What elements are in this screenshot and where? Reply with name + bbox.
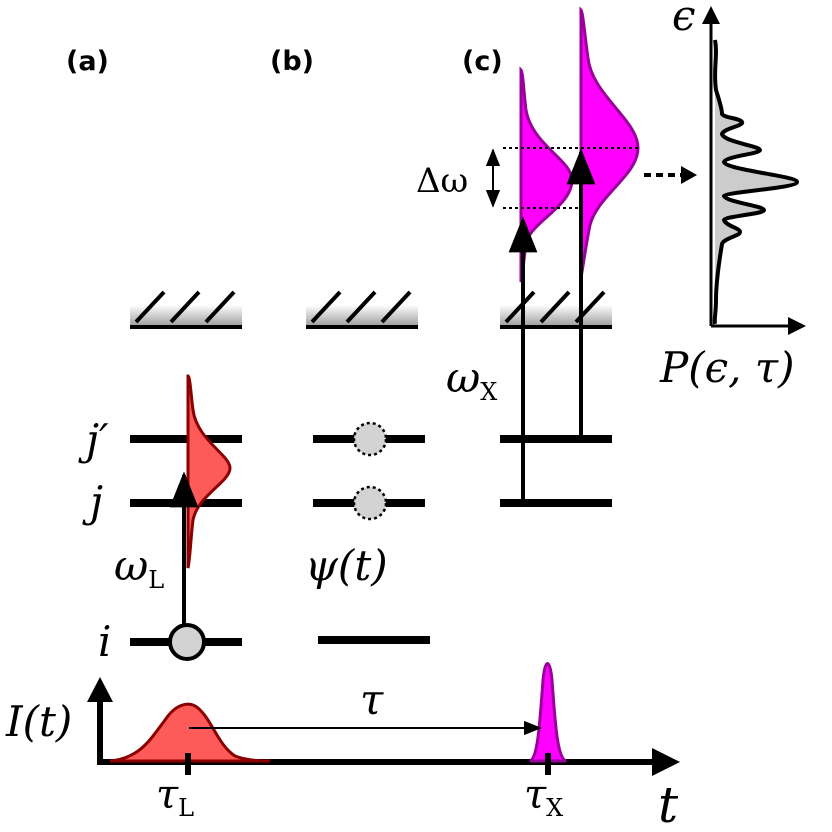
delta-omega-label: Δω	[416, 161, 468, 201]
to-spectrum-arrowhead	[681, 166, 697, 184]
laser-spectrum-profile	[186, 374, 232, 569]
spectrum-epsilon-label: ϵ	[672, 0, 696, 40]
level-j-label: j	[82, 477, 103, 526]
panel-c-label: (c)	[462, 46, 503, 77]
time-axis-head	[652, 748, 680, 776]
intensity-axis-head	[87, 677, 113, 702]
continuum-b	[306, 290, 418, 329]
level-i-label: i	[98, 617, 111, 666]
spectrum-epsilon-axis-head	[702, 6, 720, 24]
tau-l-label: τL	[156, 772, 194, 822]
spectrum-p-axis-head	[788, 317, 806, 335]
panel-a-label: (a)	[66, 46, 109, 77]
t-axis-label: t	[658, 776, 679, 832]
panel-b-label: (b)	[270, 46, 314, 77]
omega-l-label: ωL	[114, 541, 164, 594]
ground-state-population	[168, 623, 206, 661]
tau-x-label: τX	[524, 772, 563, 822]
population-j-prime	[352, 421, 388, 457]
continuum-a	[130, 290, 242, 329]
laser-pulse	[109, 702, 271, 763]
continuum-c	[500, 290, 612, 329]
population-j	[352, 485, 388, 521]
spectrum-p-label: P(ϵ, τ)	[659, 343, 795, 392]
psi-label: ψ(t)	[305, 541, 388, 590]
spectrum-curve	[712, 39, 800, 325]
tau-label: τ	[360, 675, 384, 724]
xray-spectrum-profile-right	[579, 6, 640, 279]
xray-spectrum-profile-left	[519, 66, 574, 283]
level-j-prime-label: j′	[78, 415, 109, 464]
tau-l-tick	[185, 753, 191, 775]
intensity-label: I(t)	[5, 697, 72, 746]
xray-pulse	[529, 662, 567, 763]
tau-x-tick	[545, 753, 551, 775]
omega-x-label: ωX	[446, 353, 497, 406]
